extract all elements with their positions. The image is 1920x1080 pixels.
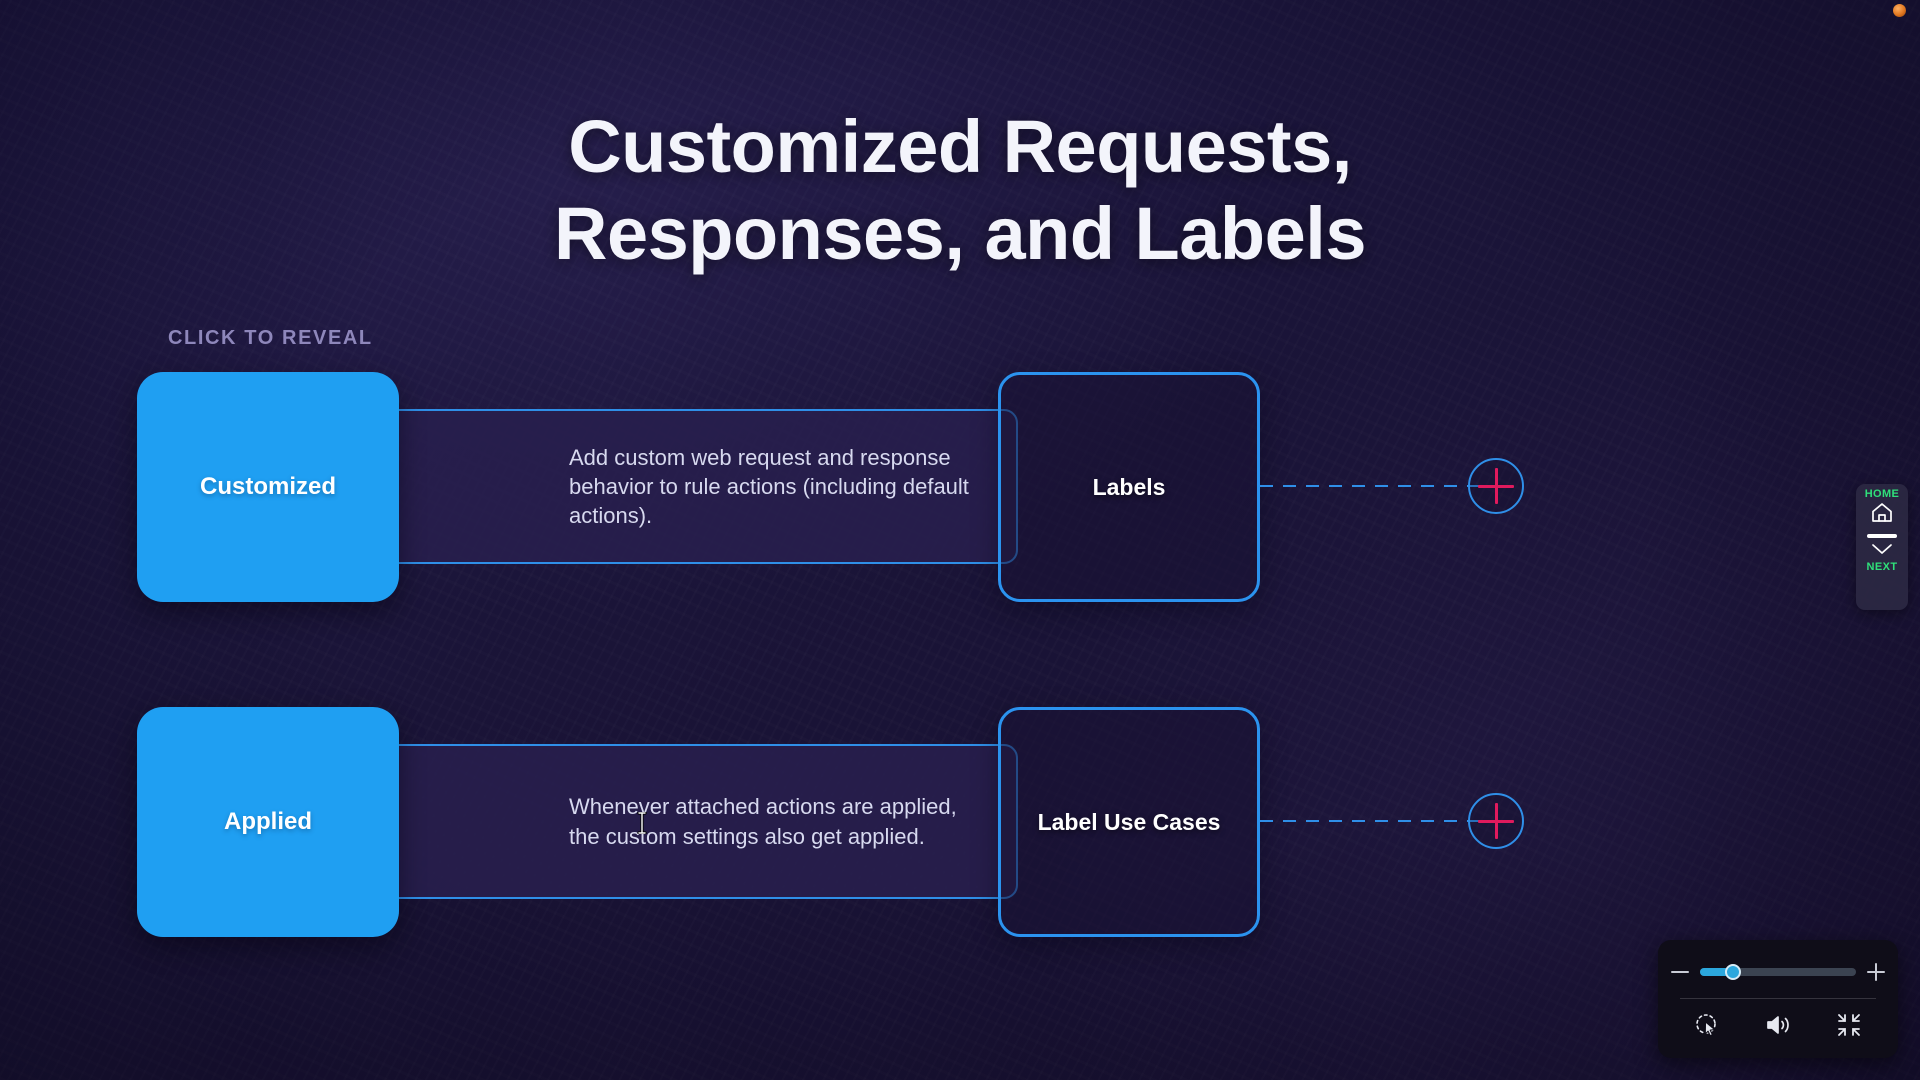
control-bar-divider <box>1680 998 1876 999</box>
page-title-line-2: Responses, and Labels <box>554 191 1367 275</box>
next-label: NEXT <box>1866 561 1898 573</box>
concept-card-label: Label Use Cases <box>1037 808 1221 835</box>
reveal-description-panel: Whenever attached actions are applied, t… <box>335 744 1018 899</box>
home-button[interactable]: HOME <box>1865 489 1900 529</box>
collapse-arrows-icon <box>1835 1011 1863 1044</box>
speaker-icon <box>1763 1011 1793 1044</box>
reveal-tile-customized[interactable]: Customized <box>137 372 399 602</box>
reveal-description-text: Whenever attached actions are applied, t… <box>569 794 957 849</box>
fullscreen-tool-button[interactable] <box>1826 1007 1872 1047</box>
page-title-line-1: Customized Requests, <box>568 105 1352 188</box>
volume-tool-button[interactable] <box>1755 1007 1801 1047</box>
plus-icon <box>1875 963 1877 981</box>
zoom-slider-fill <box>1700 968 1733 976</box>
plus-icon <box>1495 803 1498 839</box>
navigation-widget: HOME NEXT <box>1856 484 1908 610</box>
click-to-reveal-label: CLICK TO REVEAL <box>168 327 373 349</box>
reveal-tile-label: Customized <box>199 473 336 501</box>
concept-card-labels[interactable]: Labels <box>998 372 1260 602</box>
reveal-description-panel: Add custom web request and response beha… <box>335 409 1018 564</box>
concept-card-label: Labels <box>1092 473 1166 500</box>
reveal-description-text: Add custom web request and response beha… <box>569 444 969 529</box>
home-icon <box>1869 500 1895 529</box>
reveal-tile-applied[interactable]: Applied <box>137 707 399 937</box>
next-button[interactable]: NEXT <box>1867 540 1898 573</box>
recording-indicator <box>1893 4 1906 17</box>
zoom-row <box>1658 950 1898 994</box>
expand-plus-button[interactable] <box>1468 458 1524 514</box>
zoom-slider[interactable] <box>1700 964 1856 980</box>
cursor-dashed-circle-icon <box>1692 1010 1722 1045</box>
nav-divider <box>1867 534 1897 538</box>
page-title: Customized Requests, Responses, and Labe… <box>0 104 1920 277</box>
home-label: HOME <box>1864 488 1900 500</box>
concept-group: Label Use Cases <box>998 707 1524 937</box>
minus-icon <box>1671 971 1689 973</box>
reveal-tile-label: Applied <box>224 808 312 835</box>
zoom-in-button[interactable] <box>1866 962 1886 982</box>
pointer-tool-button[interactable] <box>1684 1007 1730 1047</box>
zoom-out-button[interactable] <box>1670 962 1690 982</box>
zoom-slider-thumb[interactable] <box>1724 964 1741 980</box>
expand-plus-button[interactable] <box>1468 793 1524 849</box>
tool-row <box>1658 999 1898 1055</box>
connector-dashed-line <box>1260 820 1485 822</box>
concept-group: Labels <box>998 372 1524 602</box>
concept-card-label-use-cases[interactable]: Label Use Cases <box>998 707 1260 937</box>
plus-icon <box>1495 468 1498 504</box>
control-bar <box>1658 940 1898 1058</box>
chevron-down-icon <box>1868 540 1896 562</box>
connector-dashed-line <box>1260 485 1485 487</box>
